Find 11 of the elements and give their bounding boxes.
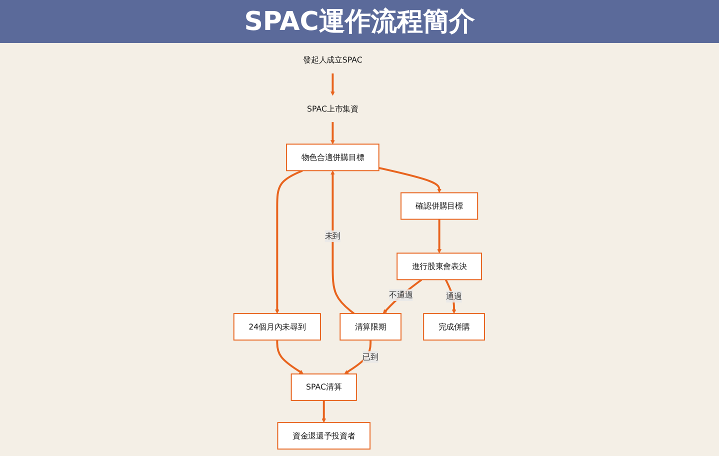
arrow bbox=[275, 170, 304, 314]
arrow bbox=[330, 73, 336, 96]
arrow bbox=[383, 278, 423, 314]
arrow bbox=[276, 340, 304, 374]
arrow bbox=[437, 219, 442, 254]
arrow bbox=[344, 340, 372, 374]
arrow bbox=[330, 170, 355, 314]
title: SPAC運作流程簡介 bbox=[0, 0, 719, 43]
arrow bbox=[330, 122, 336, 144]
arrow bbox=[322, 400, 326, 423]
arrow bbox=[378, 166, 442, 193]
